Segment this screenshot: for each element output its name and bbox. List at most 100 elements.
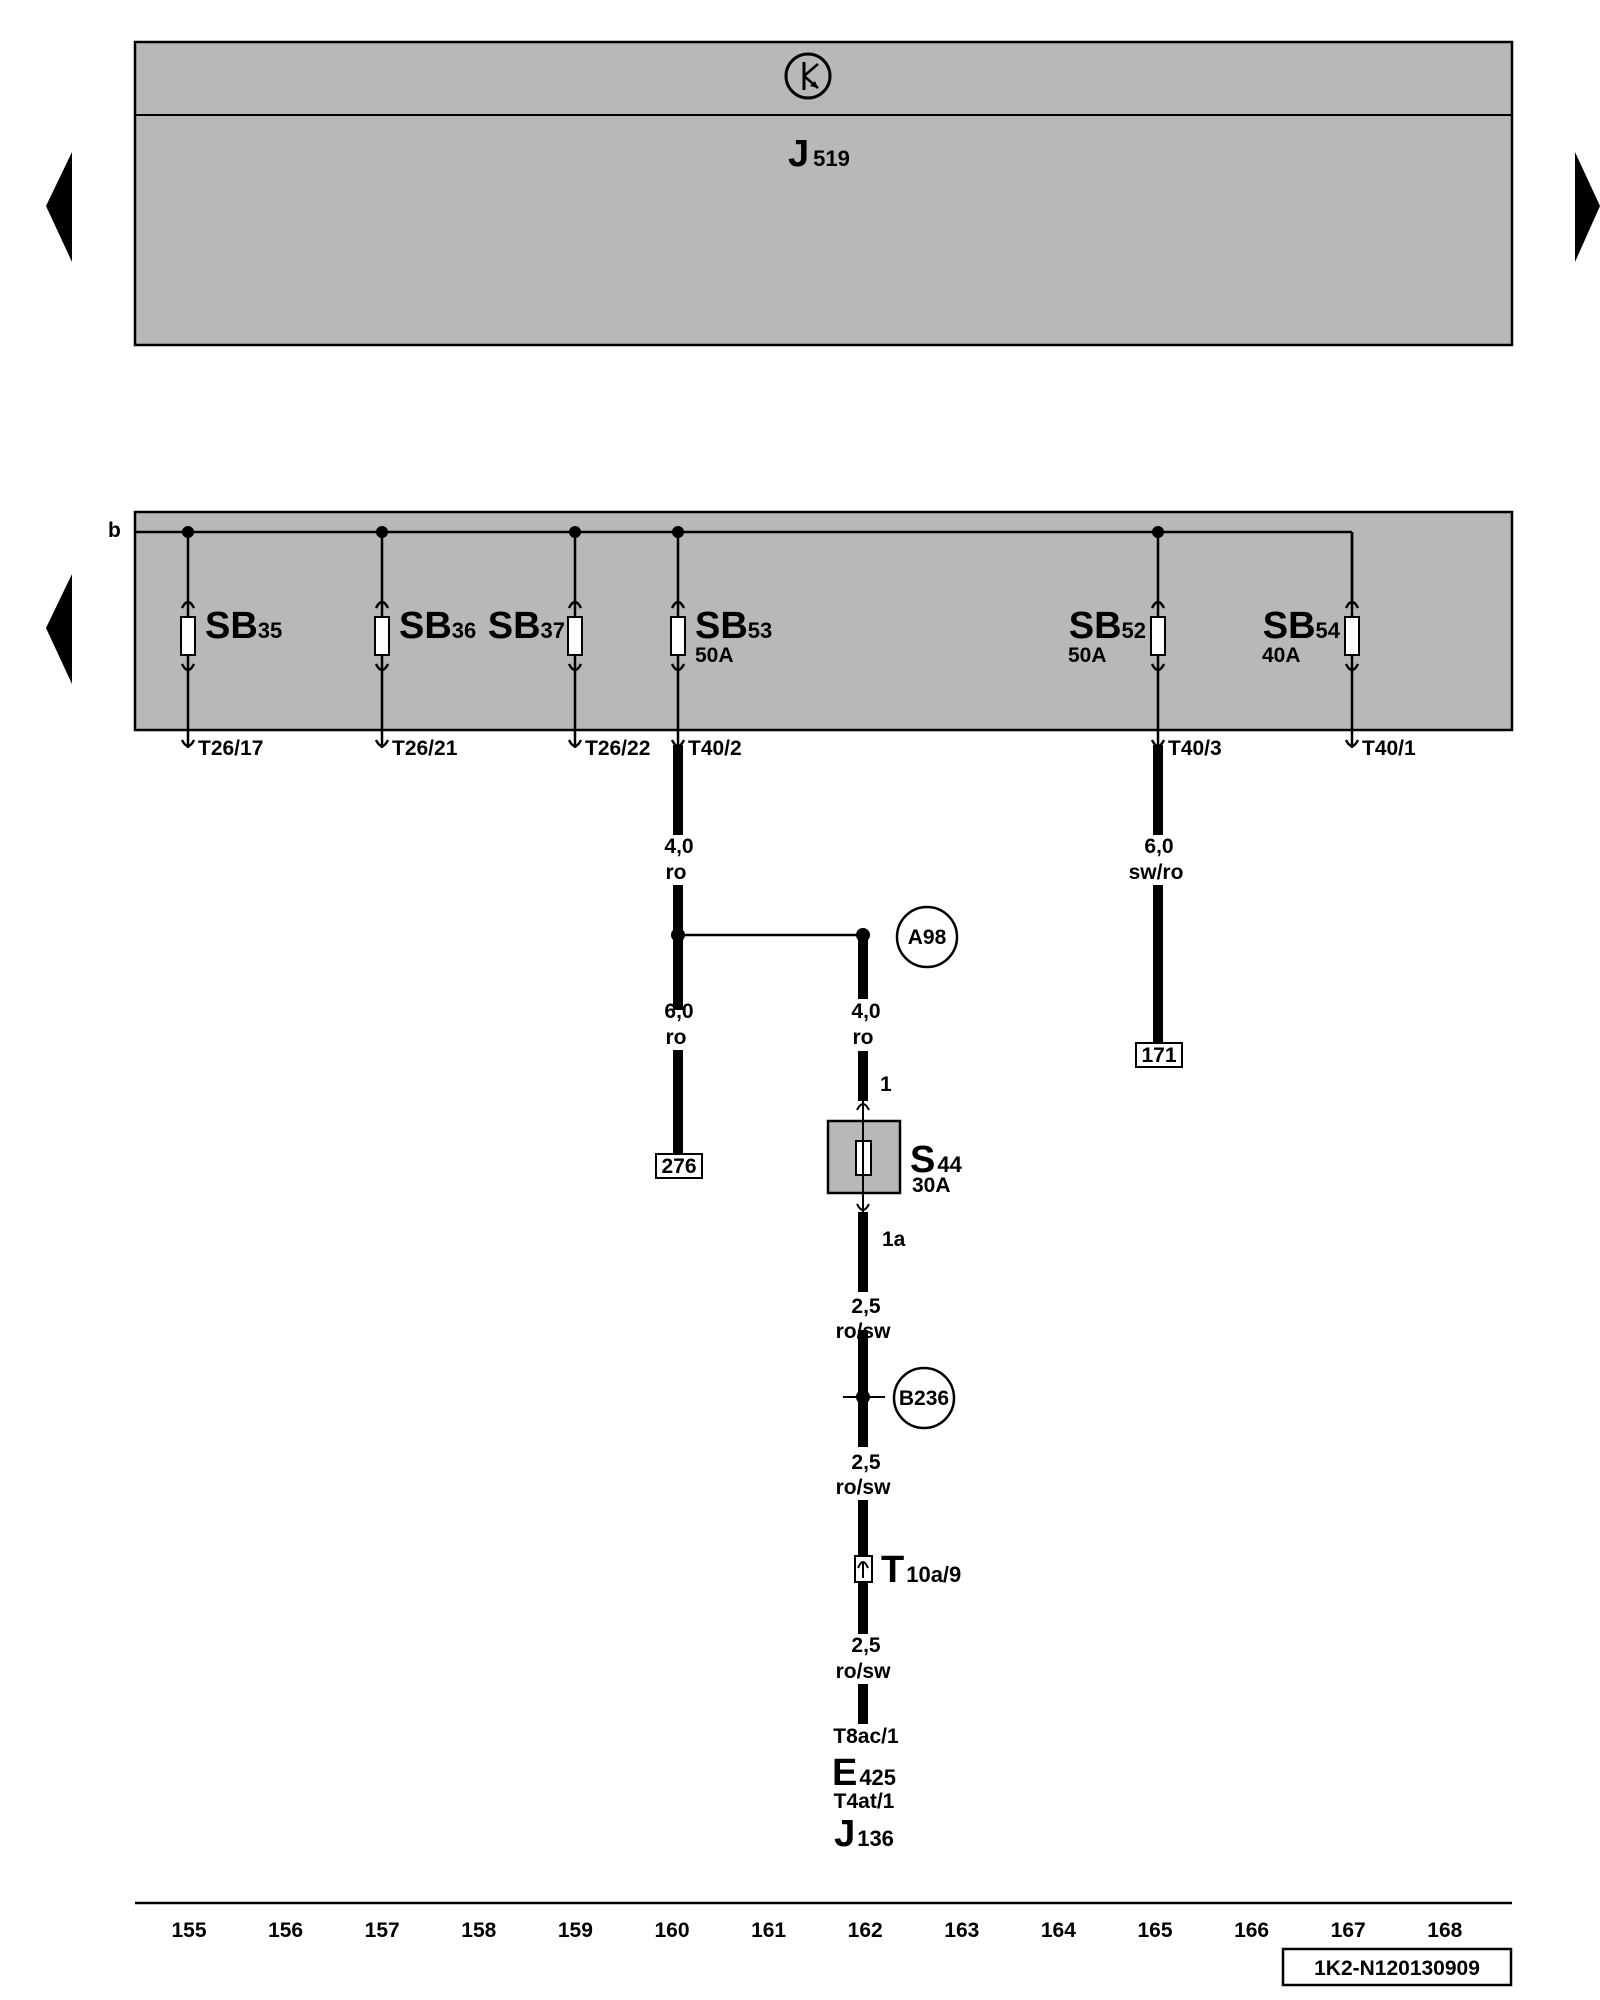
scale-label: 160 [654, 1919, 689, 1942]
reference-box-label: 276 [661, 1155, 696, 1178]
module-j519-number: 519 [813, 146, 850, 171]
ground-symbol-icon [784, 52, 832, 100]
wire-color-label: ro [666, 1026, 687, 1049]
fuse-number: 37 [541, 618, 565, 643]
fuse-name: SB [399, 605, 452, 647]
scale-label: 156 [268, 1919, 303, 1942]
scale-label: 157 [365, 1919, 400, 1942]
fuse-number: 54 [1316, 618, 1341, 643]
fuse-holder-module: b [108, 510, 1514, 732]
scale-label: 165 [1137, 1919, 1172, 1942]
fuse-name: SB [488, 605, 541, 647]
wire-size-label: 2,5 [851, 1451, 881, 1474]
component-e425-name: E [832, 1752, 857, 1794]
connector-name: T [881, 1549, 904, 1591]
fuse-name: SB [1263, 605, 1316, 647]
wire-lines [671, 745, 1163, 1724]
fuse-s44-name: S [910, 1139, 935, 1181]
pin-label: T40/1 [1362, 737, 1416, 760]
pin-label: T40/2 [688, 737, 742, 760]
next-page-arrow[interactable] [1575, 152, 1600, 262]
prev-page-arrow[interactable] [46, 152, 72, 262]
document-id-box: 1K2-N120130909 [1281, 1947, 1513, 1987]
fuse-columns: SB35T26/17SB36T26/21SB37T26/22SB5350AT40… [180, 526, 1416, 760]
scale-label: 166 [1234, 1919, 1269, 1942]
scale-label: 158 [461, 1919, 496, 1942]
connection-point-label: B236 [899, 1387, 949, 1410]
reference-box-171[interactable]: 171 [1135, 1042, 1183, 1068]
scale-label: 161 [751, 1919, 786, 1942]
pin-label: T26/17 [198, 737, 263, 760]
fuse-number: 35 [258, 618, 282, 643]
junction-dot [376, 526, 388, 538]
junction-dot [1152, 526, 1164, 538]
wire-color-label: ro [853, 1026, 874, 1049]
connection-point-b236[interactable]: B236 [892, 1366, 956, 1430]
pin-label: T4at/1 [834, 1790, 895, 1813]
svg-text:S44: S44 [910, 1139, 963, 1181]
svg-text:SB54: SB54 [1263, 605, 1341, 647]
reference-box-276[interactable]: 276 [655, 1153, 703, 1179]
component-e425-number: 425 [859, 1765, 896, 1790]
wire-color-label: ro/sw [836, 1476, 892, 1499]
component-j136-number: 136 [857, 1826, 894, 1851]
fuse-s44-pin-in: 1 [880, 1073, 892, 1096]
wire-size-label: 2,5 [851, 1295, 881, 1318]
scale-label: 163 [944, 1919, 979, 1942]
junction-dot [182, 526, 194, 538]
document-id: 1K2-N120130909 [1314, 1957, 1480, 1980]
pin-label: T26/22 [585, 737, 650, 760]
scale-label: 159 [558, 1919, 593, 1942]
fuse-rating: 40A [1262, 644, 1301, 667]
wire-labels: 4,0 ro 6,0 ro 4,0 ro 6,0 sw/ro 2,5 ro/sw… [664, 835, 1183, 1683]
component-j136-name: J [834, 1813, 855, 1855]
wire-size-label: 2,5 [851, 1634, 881, 1657]
fuse-s44-rating: 30A [912, 1174, 951, 1197]
fuse-name: SB [205, 605, 258, 647]
connector-t10a: T10a/9 [854, 1549, 961, 1591]
end-components: T8ac/1 E425 T4at/1 J136 [832, 1725, 899, 1855]
fuse-name: SB [1069, 605, 1122, 647]
wire-color-label: sw/ro [1129, 861, 1184, 884]
fuse-rating: 50A [1068, 644, 1107, 667]
pin-label: T40/3 [1168, 737, 1222, 760]
wire-size-label: 4,0 [664, 835, 693, 858]
fuse-s44-number: 44 [937, 1152, 962, 1177]
fuse-s44-pin-out: 1a [882, 1228, 906, 1251]
svg-text:SB35: SB35 [205, 605, 282, 647]
junction-dot [569, 526, 581, 538]
module-j519-name: J [788, 133, 809, 175]
wire-color-label: ro [666, 861, 687, 884]
svg-text:SB37: SB37 [488, 605, 565, 647]
fuse-number: 53 [748, 618, 772, 643]
fuse-rating: 50A [695, 644, 734, 667]
pin-label: T8ac/1 [833, 1725, 899, 1748]
prev-section-arrow[interactable] [46, 574, 72, 684]
svg-text:SB52: SB52 [1069, 605, 1146, 647]
svg-text:E425: E425 [832, 1752, 896, 1794]
scale-label: 155 [171, 1919, 206, 1942]
connection-point-label: A98 [908, 926, 947, 949]
scale-label: 162 [848, 1919, 883, 1942]
fuse-number: 52 [1122, 618, 1146, 643]
connector-pin: 10a/9 [906, 1562, 961, 1587]
fuse-s44: 1 1a S44 30A [826, 1073, 963, 1251]
wire-color-label: ro/sw [836, 1320, 892, 1343]
reference-box-label: 171 [1141, 1044, 1176, 1067]
scale-label: 168 [1427, 1919, 1462, 1942]
svg-text:J136: J136 [834, 1813, 894, 1855]
wire-color-label: ro/sw [836, 1660, 892, 1683]
scale-label: 164 [1041, 1919, 1076, 1942]
connection-point-a98[interactable]: A98 [895, 905, 959, 969]
pin-label: T26/21 [392, 737, 458, 760]
